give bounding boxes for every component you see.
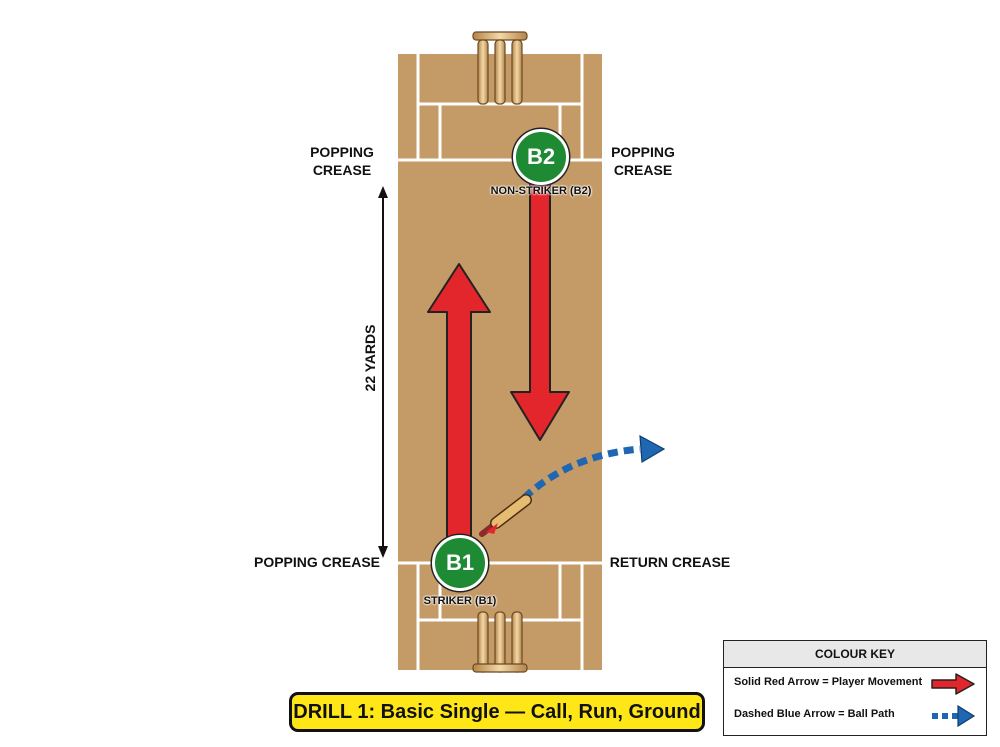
striker-marker: B1	[432, 535, 488, 591]
red-arrow-icon	[931, 673, 975, 695]
ball-path-arrow	[521, 445, 641, 501]
colour-key: COLOUR KEY Solid Red Arrow = Player Move…	[723, 640, 987, 736]
popping-crease-label-top-right: POPPING CREASE	[611, 144, 675, 178]
drill-title: DRILL 1: Basic Single — Call, Run, Groun…	[289, 692, 705, 732]
colour-key-title: COLOUR KEY	[724, 641, 986, 668]
striker-label: STRIKER (B1)	[423, 595, 497, 607]
ball-path-arrowhead	[639, 434, 666, 464]
popping-crease-label-bottom-left: POPPING CREASE	[253, 554, 381, 570]
pitch-surface	[398, 54, 602, 670]
popping-crease-label-top-left: POPPING CREASE	[310, 144, 374, 178]
colour-key-row-player-movement: Solid Red Arrow = Player Movement	[724, 668, 986, 700]
striker-run-arrow	[427, 263, 491, 547]
colour-key-text-player-movement: Solid Red Arrow = Player Movement	[734, 676, 923, 688]
colour-key-row-ball-path: Dashed Blue Arrow = Ball Path	[724, 700, 986, 732]
cricket-bat-icon	[479, 494, 532, 537]
non-striker-marker: B2	[513, 129, 569, 185]
non-striker-label: NON-STRIKER (B2)	[490, 185, 592, 197]
return-crease-label: RETURN CREASE	[609, 554, 731, 570]
top-wicket	[472, 31, 528, 105]
non-striker-run-arrow	[510, 177, 570, 441]
distance-label: 22 YARDS	[362, 324, 378, 392]
distance-arrow	[378, 186, 388, 558]
colour-key-text-ball-path: Dashed Blue Arrow = Ball Path	[734, 708, 895, 720]
bottom-wicket	[472, 611, 528, 673]
blue-dashed-arrow-icon	[932, 704, 976, 728]
